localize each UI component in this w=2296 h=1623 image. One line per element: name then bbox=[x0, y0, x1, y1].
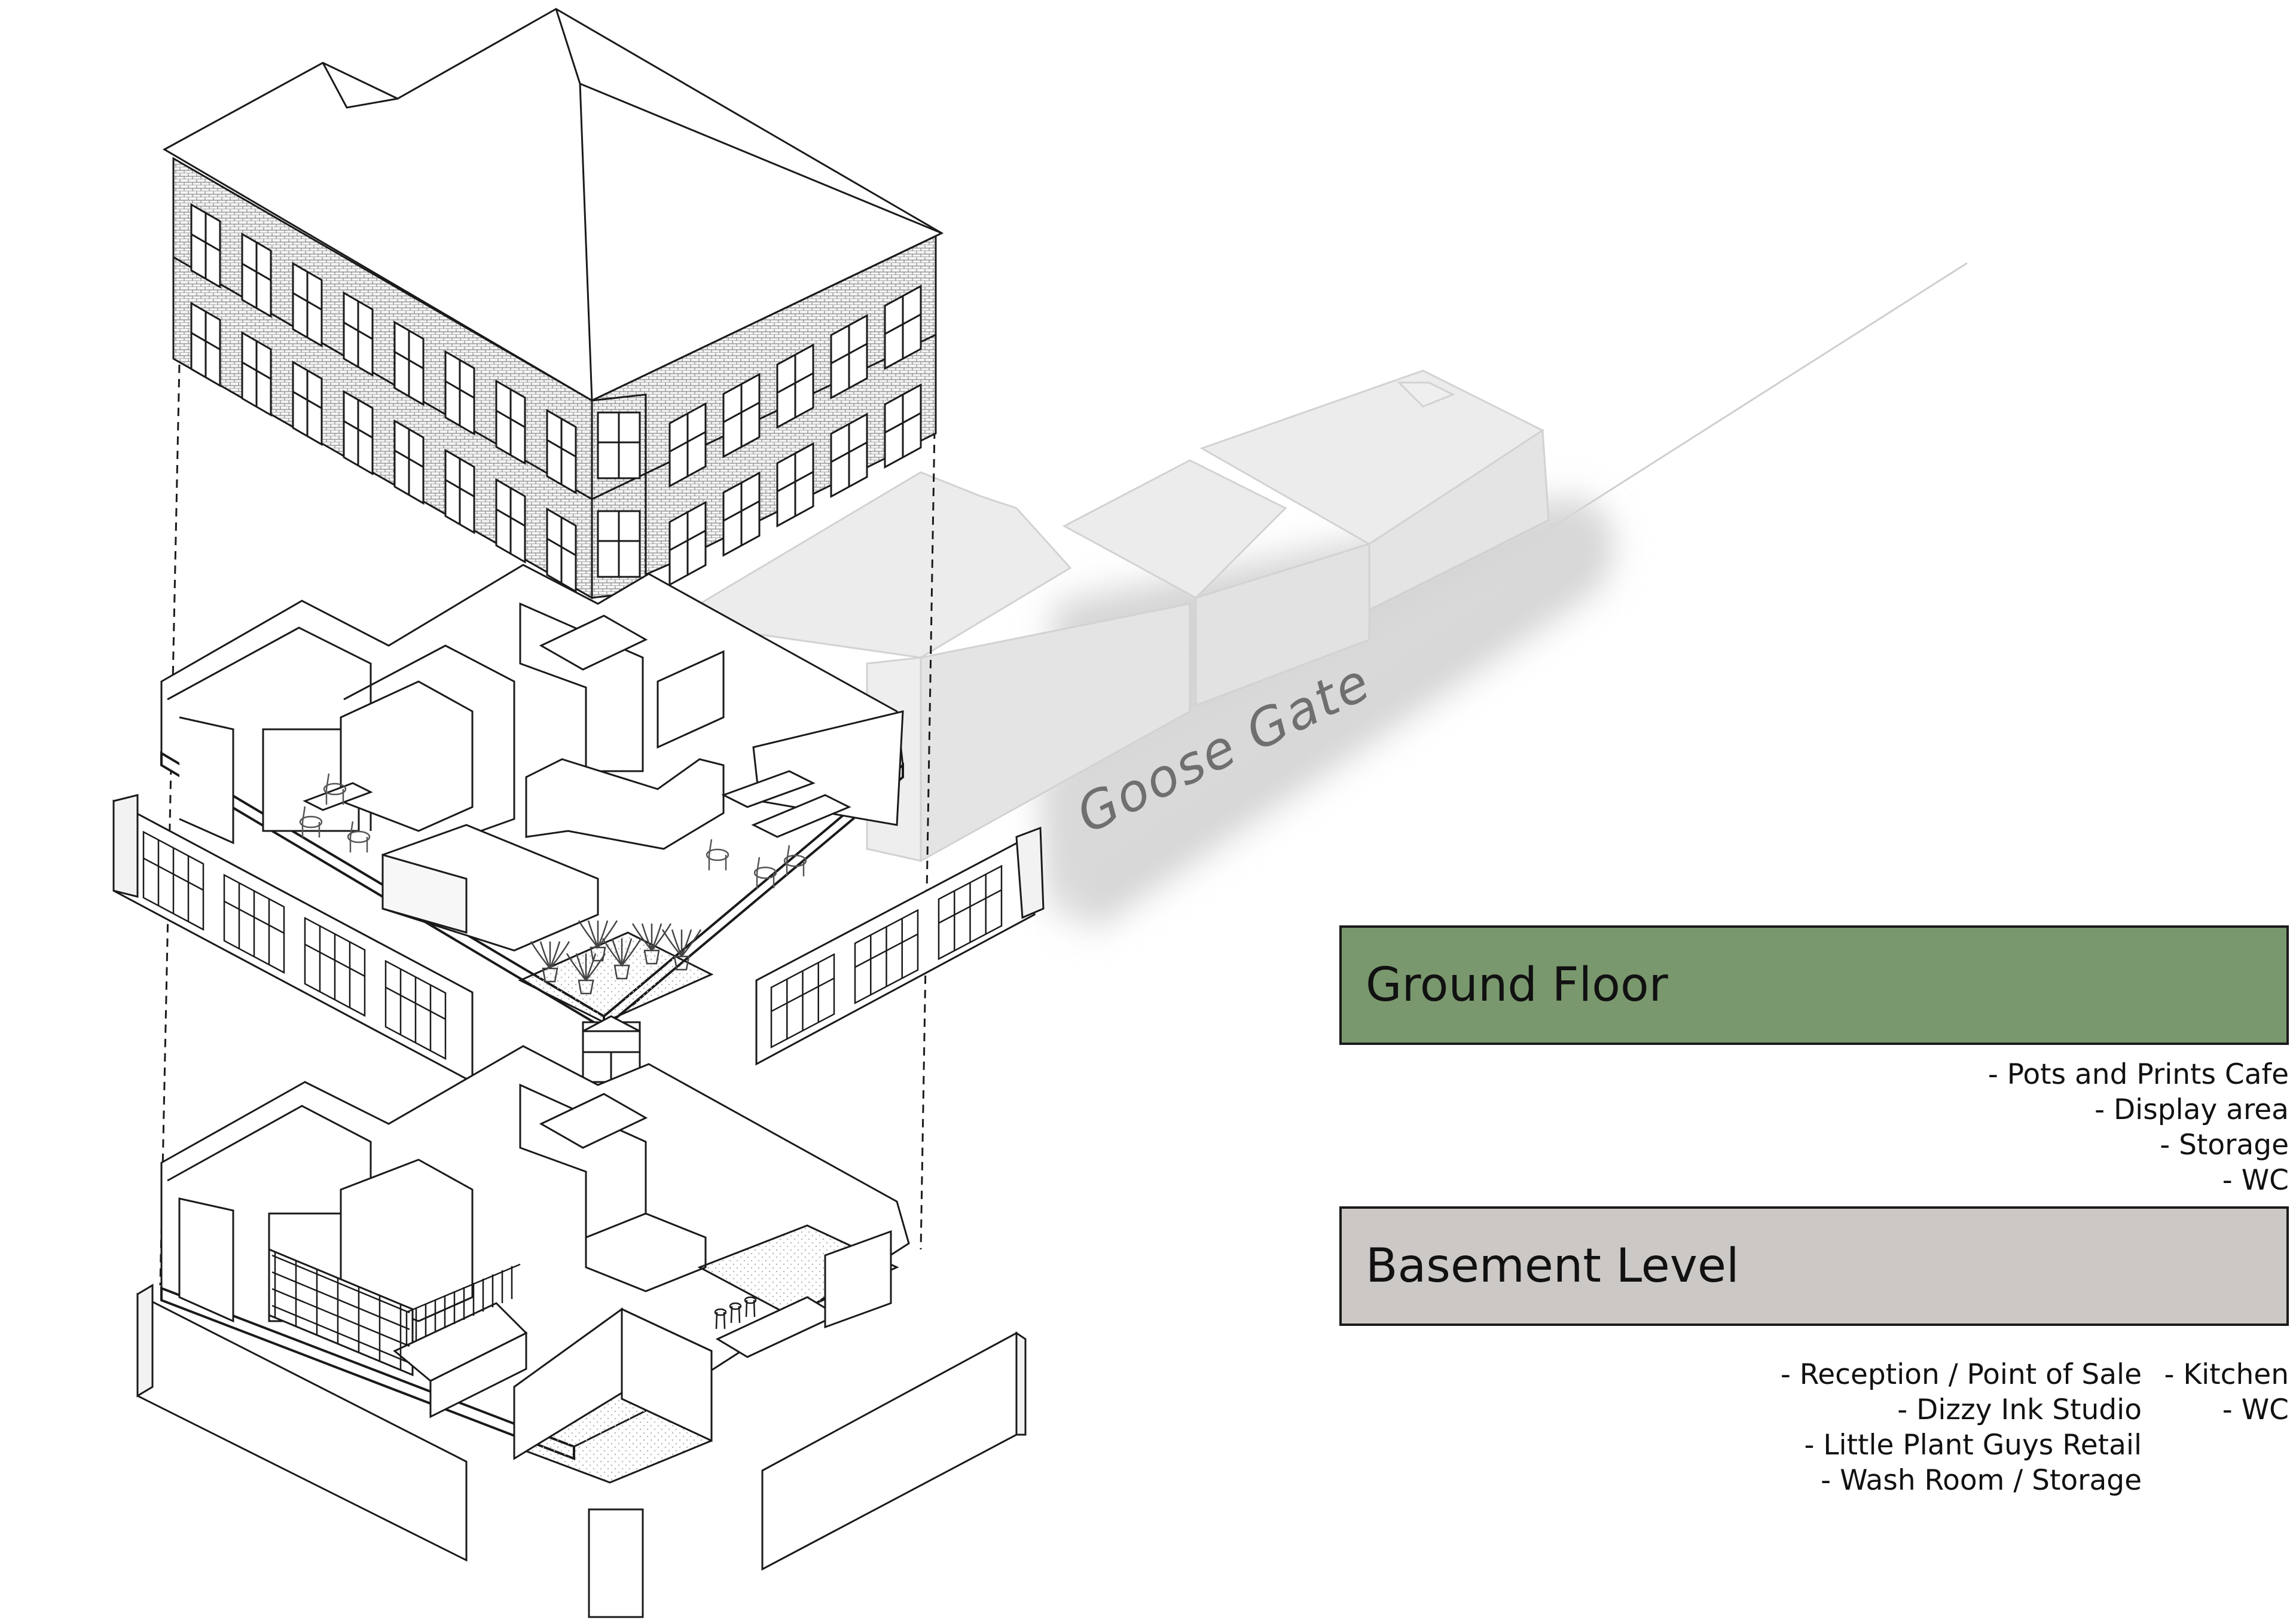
plant bbox=[578, 920, 618, 962]
cafe-chairs bbox=[299, 773, 807, 888]
list-item: - Storage bbox=[2160, 1129, 2289, 1162]
shop-windows bbox=[142, 830, 1003, 1060]
chair bbox=[706, 839, 729, 870]
list-item: - Little Plant Guys Retail bbox=[1804, 1429, 2142, 1462]
projection-lines bbox=[159, 358, 937, 1286]
planter-display bbox=[518, 931, 714, 1023]
retail-shelving bbox=[268, 1248, 414, 1377]
ground-floor-title: Ground Floor bbox=[1366, 958, 1668, 1012]
basement-details bbox=[271, 1252, 757, 1370]
list-item: - Kitchen bbox=[2164, 1358, 2289, 1391]
list-item: - Pots and Prints Cafe bbox=[1987, 1058, 2289, 1091]
ground-floor-legend-box: Ground Floor bbox=[1339, 925, 2289, 1045]
cafe-counter bbox=[525, 758, 725, 850]
basement-level-legend-box: Basement Level bbox=[1339, 1206, 2289, 1326]
list-item: - WC bbox=[2222, 1164, 2289, 1197]
list-item: - Reception / Point of Sale bbox=[1780, 1358, 2142, 1391]
basement-walls bbox=[136, 1283, 1027, 1618]
neighbour-buildings bbox=[667, 369, 1550, 863]
upper-floors-and-roof bbox=[162, 8, 944, 600]
plants bbox=[530, 920, 702, 995]
stool bbox=[729, 1302, 742, 1324]
list-item: - Display area bbox=[2095, 1093, 2289, 1126]
stool bbox=[714, 1308, 727, 1329]
chair bbox=[783, 845, 807, 876]
list-item: - Wash Room / Storage bbox=[1821, 1464, 2142, 1497]
basement-plan bbox=[160, 1045, 910, 1484]
basement-list-left: - Reception / Point of Sale - Dizzy Ink … bbox=[1781, 1357, 2142, 1498]
plant bbox=[661, 929, 702, 971]
plant bbox=[631, 923, 672, 965]
chair bbox=[299, 806, 323, 838]
chair bbox=[323, 773, 347, 805]
list-item: - WC bbox=[2222, 1393, 2289, 1426]
basement-level-title: Basement Level bbox=[1366, 1239, 1739, 1293]
plant bbox=[566, 953, 606, 995]
upper-windows bbox=[190, 203, 922, 593]
ground-floor-list: - Pots and Prints Cafe - Display area - … bbox=[1988, 1057, 2289, 1198]
basement-list-right: - Kitchen - WC bbox=[2164, 1357, 2289, 1428]
chair bbox=[347, 821, 371, 852]
stool bbox=[744, 1296, 757, 1318]
list-item: - Dizzy Ink Studio bbox=[1897, 1393, 2142, 1426]
plant bbox=[530, 941, 570, 983]
chair bbox=[753, 857, 777, 888]
